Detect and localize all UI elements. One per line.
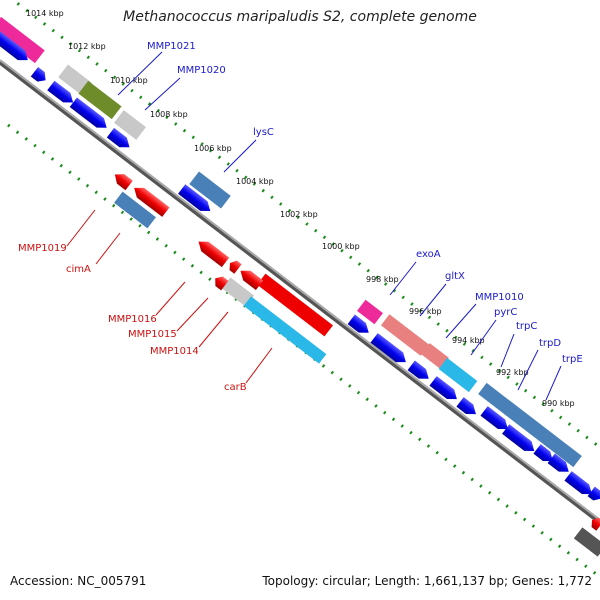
- gene-leader-line: [445, 303, 477, 339]
- gene-block: [114, 191, 156, 229]
- gene-leader-line: [245, 347, 273, 384]
- gene-block: [0, 16, 45, 64]
- forward-gene-arrow: [47, 80, 74, 103]
- gene-leader-line: [500, 333, 515, 368]
- backbone-highlight: [0, 59, 600, 521]
- gene-leader-line: [419, 283, 447, 317]
- forward-gene-arrow: [502, 424, 535, 451]
- gene-label: trpE: [562, 354, 583, 365]
- backbone: [0, 59, 600, 524]
- tick-label: 1010 kbp: [110, 76, 148, 85]
- gene-label: MMP1020: [177, 65, 226, 76]
- forward-gene-arrow: [106, 127, 130, 148]
- gene-leader-line: [223, 139, 257, 173]
- tick-label: 1008 kbp: [150, 110, 188, 119]
- gene-label: MMP1019: [18, 243, 67, 254]
- tick-label: 1014 kbp: [26, 9, 64, 18]
- forward-gene-arrow: [407, 360, 429, 379]
- gene-label: exoA: [416, 249, 441, 260]
- tick-label: 1000 kbp: [322, 242, 360, 251]
- gene-block: [221, 277, 255, 307]
- forward-gene-arrow: [347, 314, 369, 333]
- map-title: Methanococcus maripaludis S2, complete g…: [123, 9, 477, 25]
- gene-leader-line: [155, 281, 186, 316]
- tick-label: 996 kbp: [409, 307, 442, 316]
- gene-block: [573, 527, 600, 557]
- forward-gene-arrow: [429, 376, 457, 400]
- tick-labels: 1014 kbp 1012 kbp 1010 kbp 1008 kbp 1006 kbp…: [26, 9, 575, 408]
- gene-label: gltX: [445, 271, 465, 282]
- gene-leader-line: [144, 77, 181, 111]
- forward-gene-arrow: [587, 486, 600, 501]
- gene-features: [0, 16, 600, 557]
- gene-block: [114, 110, 146, 140]
- forward-gene-arrow: [547, 453, 569, 472]
- gene-block: [189, 171, 231, 209]
- gene-block: [257, 273, 333, 337]
- gene-label: MMP1016: [108, 314, 157, 325]
- gene-block: [438, 357, 478, 393]
- reverse-gene-arrow: [114, 174, 133, 191]
- gene-block: [380, 314, 430, 356]
- tick-label: 1004 kbp: [236, 177, 274, 186]
- gene-label: MMP1021: [147, 41, 196, 52]
- forward-gene-arrow: [456, 397, 476, 415]
- genome-summary: Topology: circular; Length: 1,661,137 bp…: [262, 574, 592, 588]
- forward-gene-arrow: [564, 471, 592, 495]
- tick-label: 998 kbp: [366, 275, 399, 284]
- reverse-gene-arrow: [591, 517, 600, 531]
- forward-gene-arrow: [30, 66, 46, 82]
- tick-label: 992 kbp: [496, 368, 529, 377]
- gene-block: [478, 382, 582, 468]
- reverse-gene-arrow: [240, 270, 264, 291]
- gene-label: cimA: [66, 264, 91, 275]
- gene-label: trpC: [516, 321, 537, 332]
- tick-label: 1006 kbp: [194, 144, 232, 153]
- forward-gene-arrow: [480, 406, 508, 430]
- gene-label: carB: [224, 382, 247, 393]
- forward-gene-arrow: [533, 444, 553, 462]
- gene-label: trpD: [539, 338, 561, 349]
- forward-gene-arrow: [69, 97, 107, 128]
- gene-label: MMP1010: [475, 292, 524, 303]
- gene-label: lysC: [253, 127, 274, 138]
- reverse-gene-arrow: [134, 187, 170, 217]
- gene-leader-line: [176, 297, 209, 332]
- gene-label: MMP1015: [128, 329, 177, 340]
- gene-label: MMP1014: [150, 346, 199, 357]
- reverse-gene-arrow: [215, 276, 229, 291]
- gene-leader-line: [545, 365, 562, 401]
- gene-leader-line: [66, 209, 96, 247]
- gene-leader-line: [517, 349, 539, 391]
- outer-tick-line: [10, 0, 600, 450]
- gene-leader-line: [198, 311, 229, 348]
- gene-leader-line: [470, 319, 497, 356]
- accession-text: Accession: NC_005791: [10, 574, 147, 588]
- gene-block: [357, 299, 383, 325]
- tick-label: 1012 kbp: [68, 42, 106, 51]
- gene-block: [78, 80, 122, 120]
- reverse-gene-arrow: [198, 241, 230, 268]
- tick-label: 1002 kbp: [280, 210, 318, 219]
- forward-gene-arrow: [0, 31, 28, 61]
- tick-label: 990 kbp: [542, 399, 575, 408]
- gene-leader-line: [389, 261, 417, 296]
- gene-block: [243, 296, 327, 364]
- gene-leader-line: [117, 51, 163, 96]
- gene-block: [421, 343, 449, 369]
- reverse-gene-arrow: [229, 260, 242, 274]
- tick-label: 994 kbp: [452, 336, 485, 345]
- forward-gene-arrow: [178, 184, 211, 211]
- gene-label: pyrC: [494, 307, 517, 318]
- forward-gene-arrow: [370, 333, 406, 363]
- gene-leader-line: [95, 232, 121, 265]
- tick-lines: [7, 0, 600, 579]
- backbone-line: [0, 60, 600, 524]
